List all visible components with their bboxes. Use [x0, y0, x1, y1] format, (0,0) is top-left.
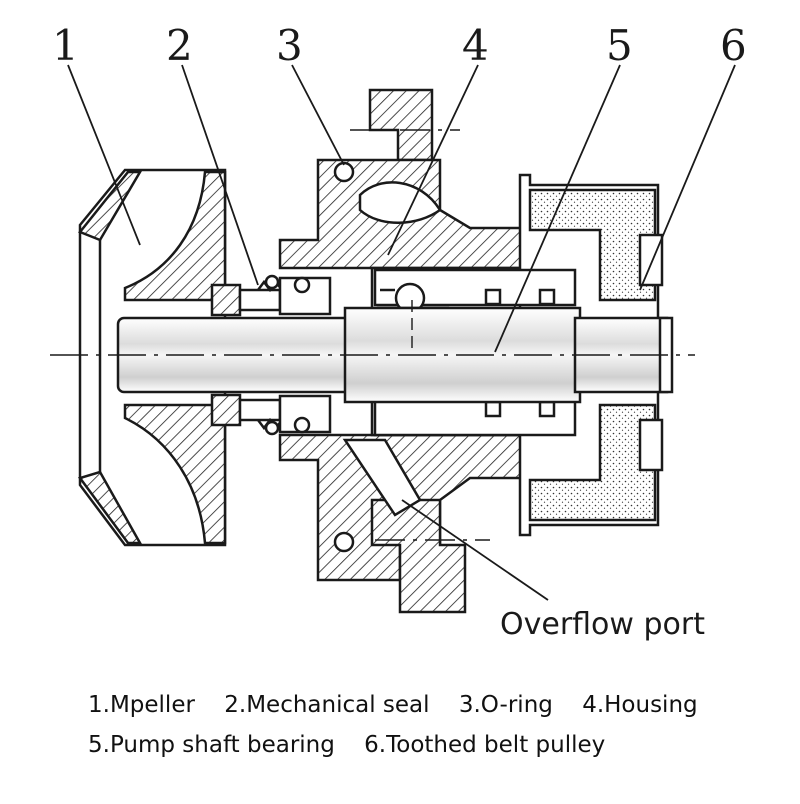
legend-row-2: 5.Pump shaft bearing 6.Toothed belt pull…: [88, 732, 605, 758]
leader-lines: [67, 64, 736, 601]
legend-item-toothed-belt-pulley: 6.Toothed belt pulley: [364, 732, 606, 758]
callout-6: 6: [720, 21, 747, 70]
center-lines: [50, 129, 695, 541]
legend-item-pump-shaft-bearing: 5.Pump shaft bearing: [88, 732, 335, 758]
legend-item-o-ring: 3.O-ring: [458, 692, 553, 718]
legend-item-housing: 4.Housing: [582, 692, 698, 718]
callout-2: 2: [166, 21, 193, 70]
o-rings: [333, 161, 355, 553]
callout-1: 1: [52, 21, 79, 70]
legend-item-mechanical-seal: 2.Mechanical seal: [224, 692, 430, 718]
callout-4: 4: [462, 21, 489, 70]
callout-5: 5: [606, 21, 633, 70]
overflow-port-label: Overflow port: [500, 607, 705, 642]
legend-item-impeller: 1.Mpeller: [88, 692, 195, 718]
legend-row-1: 1.Mpeller 2.Mechanical seal 3.O-ring 4.H…: [88, 692, 698, 718]
mechanical-seal: [210, 274, 332, 436]
callout-3: 3: [276, 21, 303, 70]
